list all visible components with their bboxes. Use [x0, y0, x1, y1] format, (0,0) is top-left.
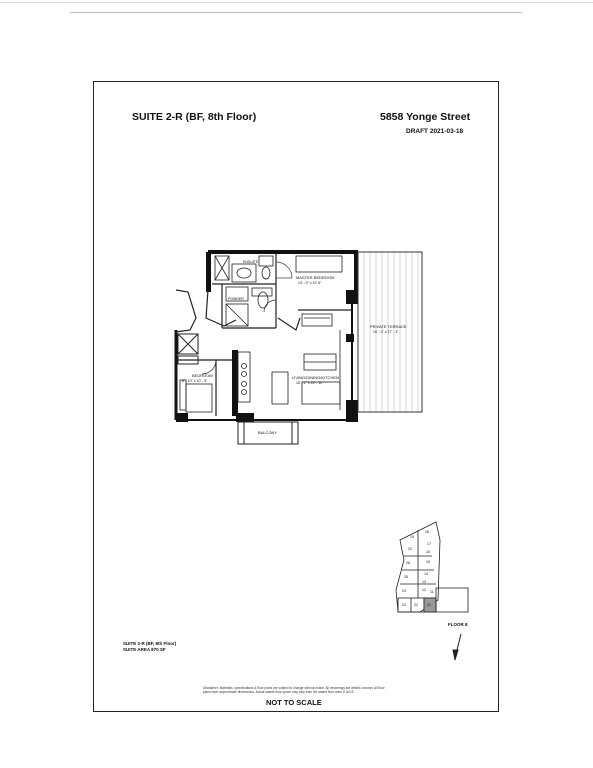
key-plan-unit-14: 14: [424, 572, 428, 576]
suite-info: SUITE 2-R (BF, 8th Floor) SUITE AREA 870…: [123, 641, 176, 652]
label-living-dims: 16' - 2" x 25' - 10": [296, 381, 324, 385]
key-plan-unit-13: 13: [422, 580, 426, 584]
street-address: 5858 Yonge Street: [380, 111, 471, 123]
key-plan-unit-15: 15: [426, 560, 430, 564]
suite-title: SUITE 2-R (BF, 8th Floor): [132, 111, 257, 123]
door-swings: [201, 261, 293, 375]
draft-date: DRAFT 2021-03-18: [406, 128, 464, 135]
label-ensuite: ENSUITE: [243, 260, 259, 264]
key-plan-unit-18: 18: [425, 530, 429, 534]
scan-top-line: [0, 2, 593, 3]
kitchen: [237, 351, 289, 405]
disclaimer-text: Disclaimer: Materials, specifications & …: [203, 686, 385, 694]
label-private-terrace: PRIVATE TERRACE: [370, 324, 407, 329]
scan-header-line: [70, 12, 522, 13]
key-plan-unit-22: 22: [414, 603, 418, 607]
key-plan-unit-11: 11: [430, 590, 434, 594]
ensuite-fixtures: [214, 255, 274, 283]
key-plan-unit-19: 19: [410, 535, 414, 539]
key-plan-unit-23: 23: [402, 603, 406, 607]
suite-info-name: SUITE 2-R (BF, 8th Floor): [123, 641, 177, 646]
suite-info-area: SUITE AREA 870 SF: [123, 646, 166, 652]
key-plan-unit-26: 26: [406, 561, 410, 565]
private-terrace: [357, 251, 423, 413]
wall-blocks: [176, 252, 358, 422]
master-bed: [295, 255, 343, 327]
document-frame: [93, 81, 499, 712]
label-private-terrace-dims: 15' - 0" x 27' - 3": [373, 330, 399, 334]
not-to-scale-label: NOT TO SCALE: [266, 698, 322, 707]
key-plan-unit-20: 20: [408, 547, 412, 551]
closet: [177, 333, 199, 365]
key-plan-unit-24: 24: [402, 589, 406, 593]
angled-walls: [175, 289, 301, 333]
label-master-bedroom: MASTER BEDROOM: [296, 275, 335, 280]
bedroom-bed: [179, 379, 213, 413]
label-living: LIVING/DINING/KITCHEN: [292, 375, 339, 380]
key-plan-unit-17: 17: [427, 542, 431, 546]
living-furniture: [301, 330, 341, 410]
label-bedroom-dims: 8' - 10" x 10' - 5": [182, 379, 208, 383]
key-plan-unit-25: 25: [404, 575, 408, 579]
label-balcony: BALCONY: [258, 430, 278, 435]
key-plan-unit-12: 12: [422, 588, 426, 592]
north-arrow: [452, 633, 462, 661]
key-plan: [395, 521, 469, 613]
label-powder: POWDER: [228, 297, 244, 301]
label-bedroom: BEDROOM: [192, 373, 213, 378]
label-master-bedroom-dims: 13' - 0" x 10' 6": [298, 281, 322, 285]
key-plan-unit-21: 21: [427, 603, 431, 607]
key-plan-floor-label: FLOOR 8: [448, 622, 468, 627]
powder-fixtures: [225, 286, 273, 327]
interior-partitions: [176, 254, 352, 416]
balcony: [237, 421, 299, 445]
key-plan-unit-16: 16: [426, 550, 430, 554]
